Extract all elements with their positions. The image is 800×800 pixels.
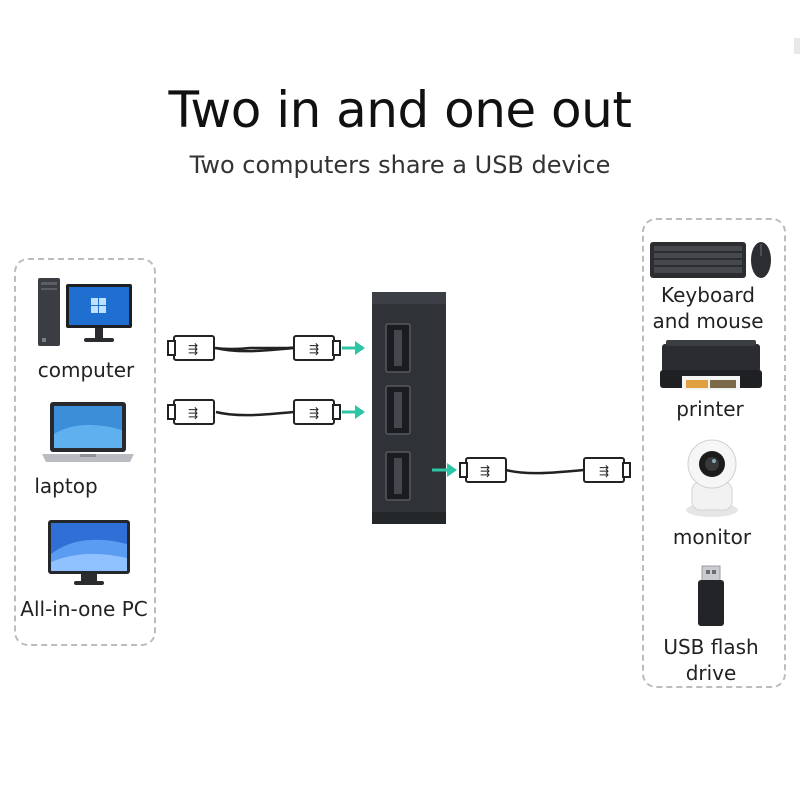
- laptop-icon: [40, 400, 136, 466]
- usb-flash-drive-icon: [694, 564, 728, 628]
- edge-marker: [794, 38, 800, 54]
- output-label-usb-flash-drive: USB flash drive: [663, 635, 759, 685]
- input-label-computer: computer: [37, 358, 135, 382]
- usb-switch-box: [372, 292, 446, 524]
- keyboard-mouse-icon: [650, 240, 774, 282]
- svg-text:⇶: ⇶: [599, 464, 609, 478]
- input-label-laptop: laptop: [34, 474, 98, 498]
- input-devices-panel: [14, 258, 156, 646]
- svg-text:⇶: ⇶: [309, 406, 319, 420]
- input-label-all-in-one-pc: All-in-one PC: [20, 597, 148, 621]
- printer-icon: [656, 336, 766, 394]
- usb-cable-input-1: ⇶ ⇶: [167, 335, 341, 361]
- output-label-keyboard-mouse: Keyboard and mouse: [652, 283, 764, 333]
- output-devices-panel: [642, 218, 786, 688]
- svg-text:⇶: ⇶: [188, 406, 198, 420]
- svg-text:⇶: ⇶: [188, 342, 198, 356]
- output-label-monitor: monitor: [672, 525, 752, 549]
- svg-text:⇶: ⇶: [480, 464, 490, 478]
- page-subtitle: Two computers share a USB device: [189, 151, 611, 179]
- output-label-printer: printer: [676, 397, 744, 421]
- usb-connection-diagram: ⇶ ⇶ ⇶ ⇶: [160, 280, 640, 540]
- desktop-computer-icon: [36, 276, 136, 350]
- svg-text:⇶: ⇶: [309, 342, 319, 356]
- page-title: Two in and one out: [168, 81, 632, 139]
- all-in-one-pc-icon: [44, 518, 134, 588]
- security-camera-icon: [680, 438, 744, 518]
- usb-cable-output: ⇶ ⇶: [459, 457, 631, 483]
- usb-cable-input-2: ⇶ ⇶: [167, 399, 341, 425]
